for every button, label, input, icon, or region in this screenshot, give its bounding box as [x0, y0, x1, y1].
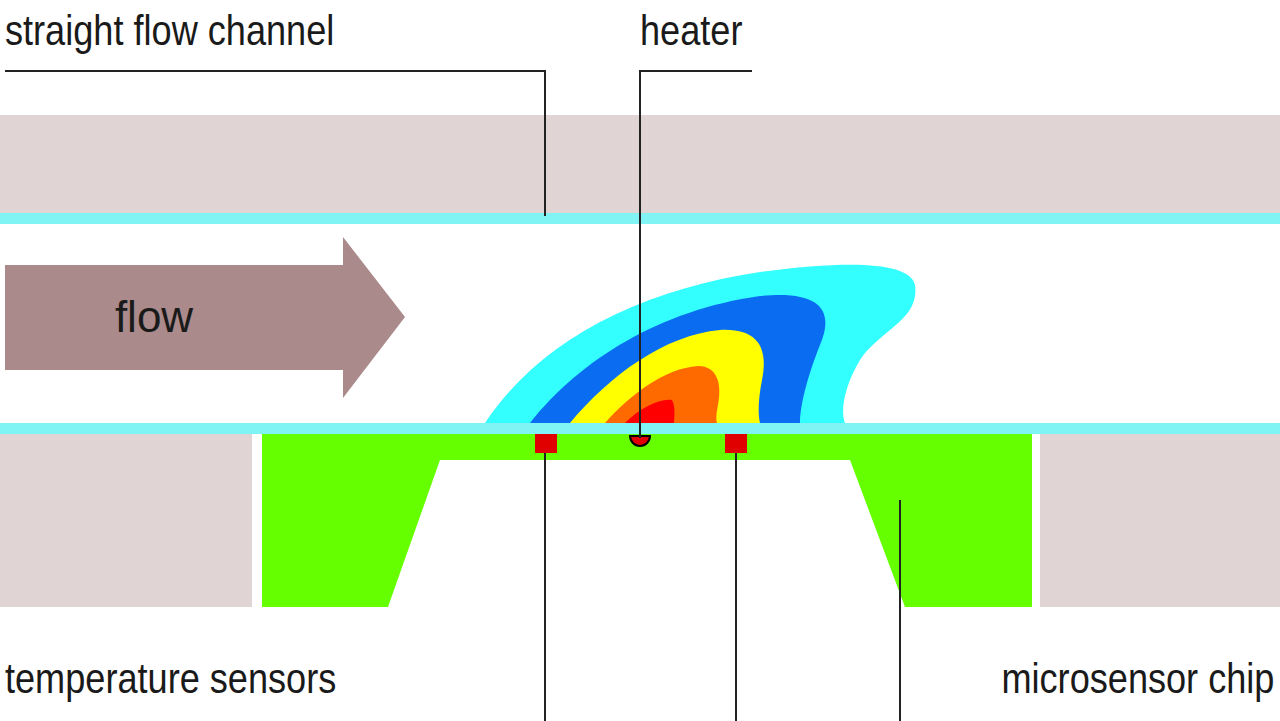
leader-line — [544, 453, 546, 721]
leader-line — [5, 71, 545, 216]
arrow-shape — [5, 237, 405, 398]
arrow-body — [5, 237, 405, 398]
arrow-label: flow — [115, 293, 193, 341]
leader-line — [640, 71, 752, 438]
chip-label: microsensor chip — [1001, 656, 1274, 702]
heat-zone-orange — [605, 366, 719, 423]
channel-label: straight flow channel — [5, 8, 334, 54]
heat-zone-blue — [530, 295, 825, 423]
heat-zone-yellow — [570, 330, 764, 423]
leader-line — [735, 453, 737, 721]
heat-zone-red — [625, 400, 675, 423]
temperature-sensor — [725, 434, 747, 453]
sensor-label: temperature sensors — [5, 656, 336, 702]
leader-line — [899, 500, 901, 721]
channel-wall-bottom-right — [1040, 434, 1280, 607]
flow-arrow: flow — [5, 237, 405, 398]
channel-wall-bottom-left — [0, 434, 252, 607]
heat-zone-outer — [485, 265, 915, 423]
microsensor-chip — [262, 434, 1032, 607]
heater-label: heater — [640, 8, 742, 54]
temperature-sensor — [535, 434, 557, 453]
